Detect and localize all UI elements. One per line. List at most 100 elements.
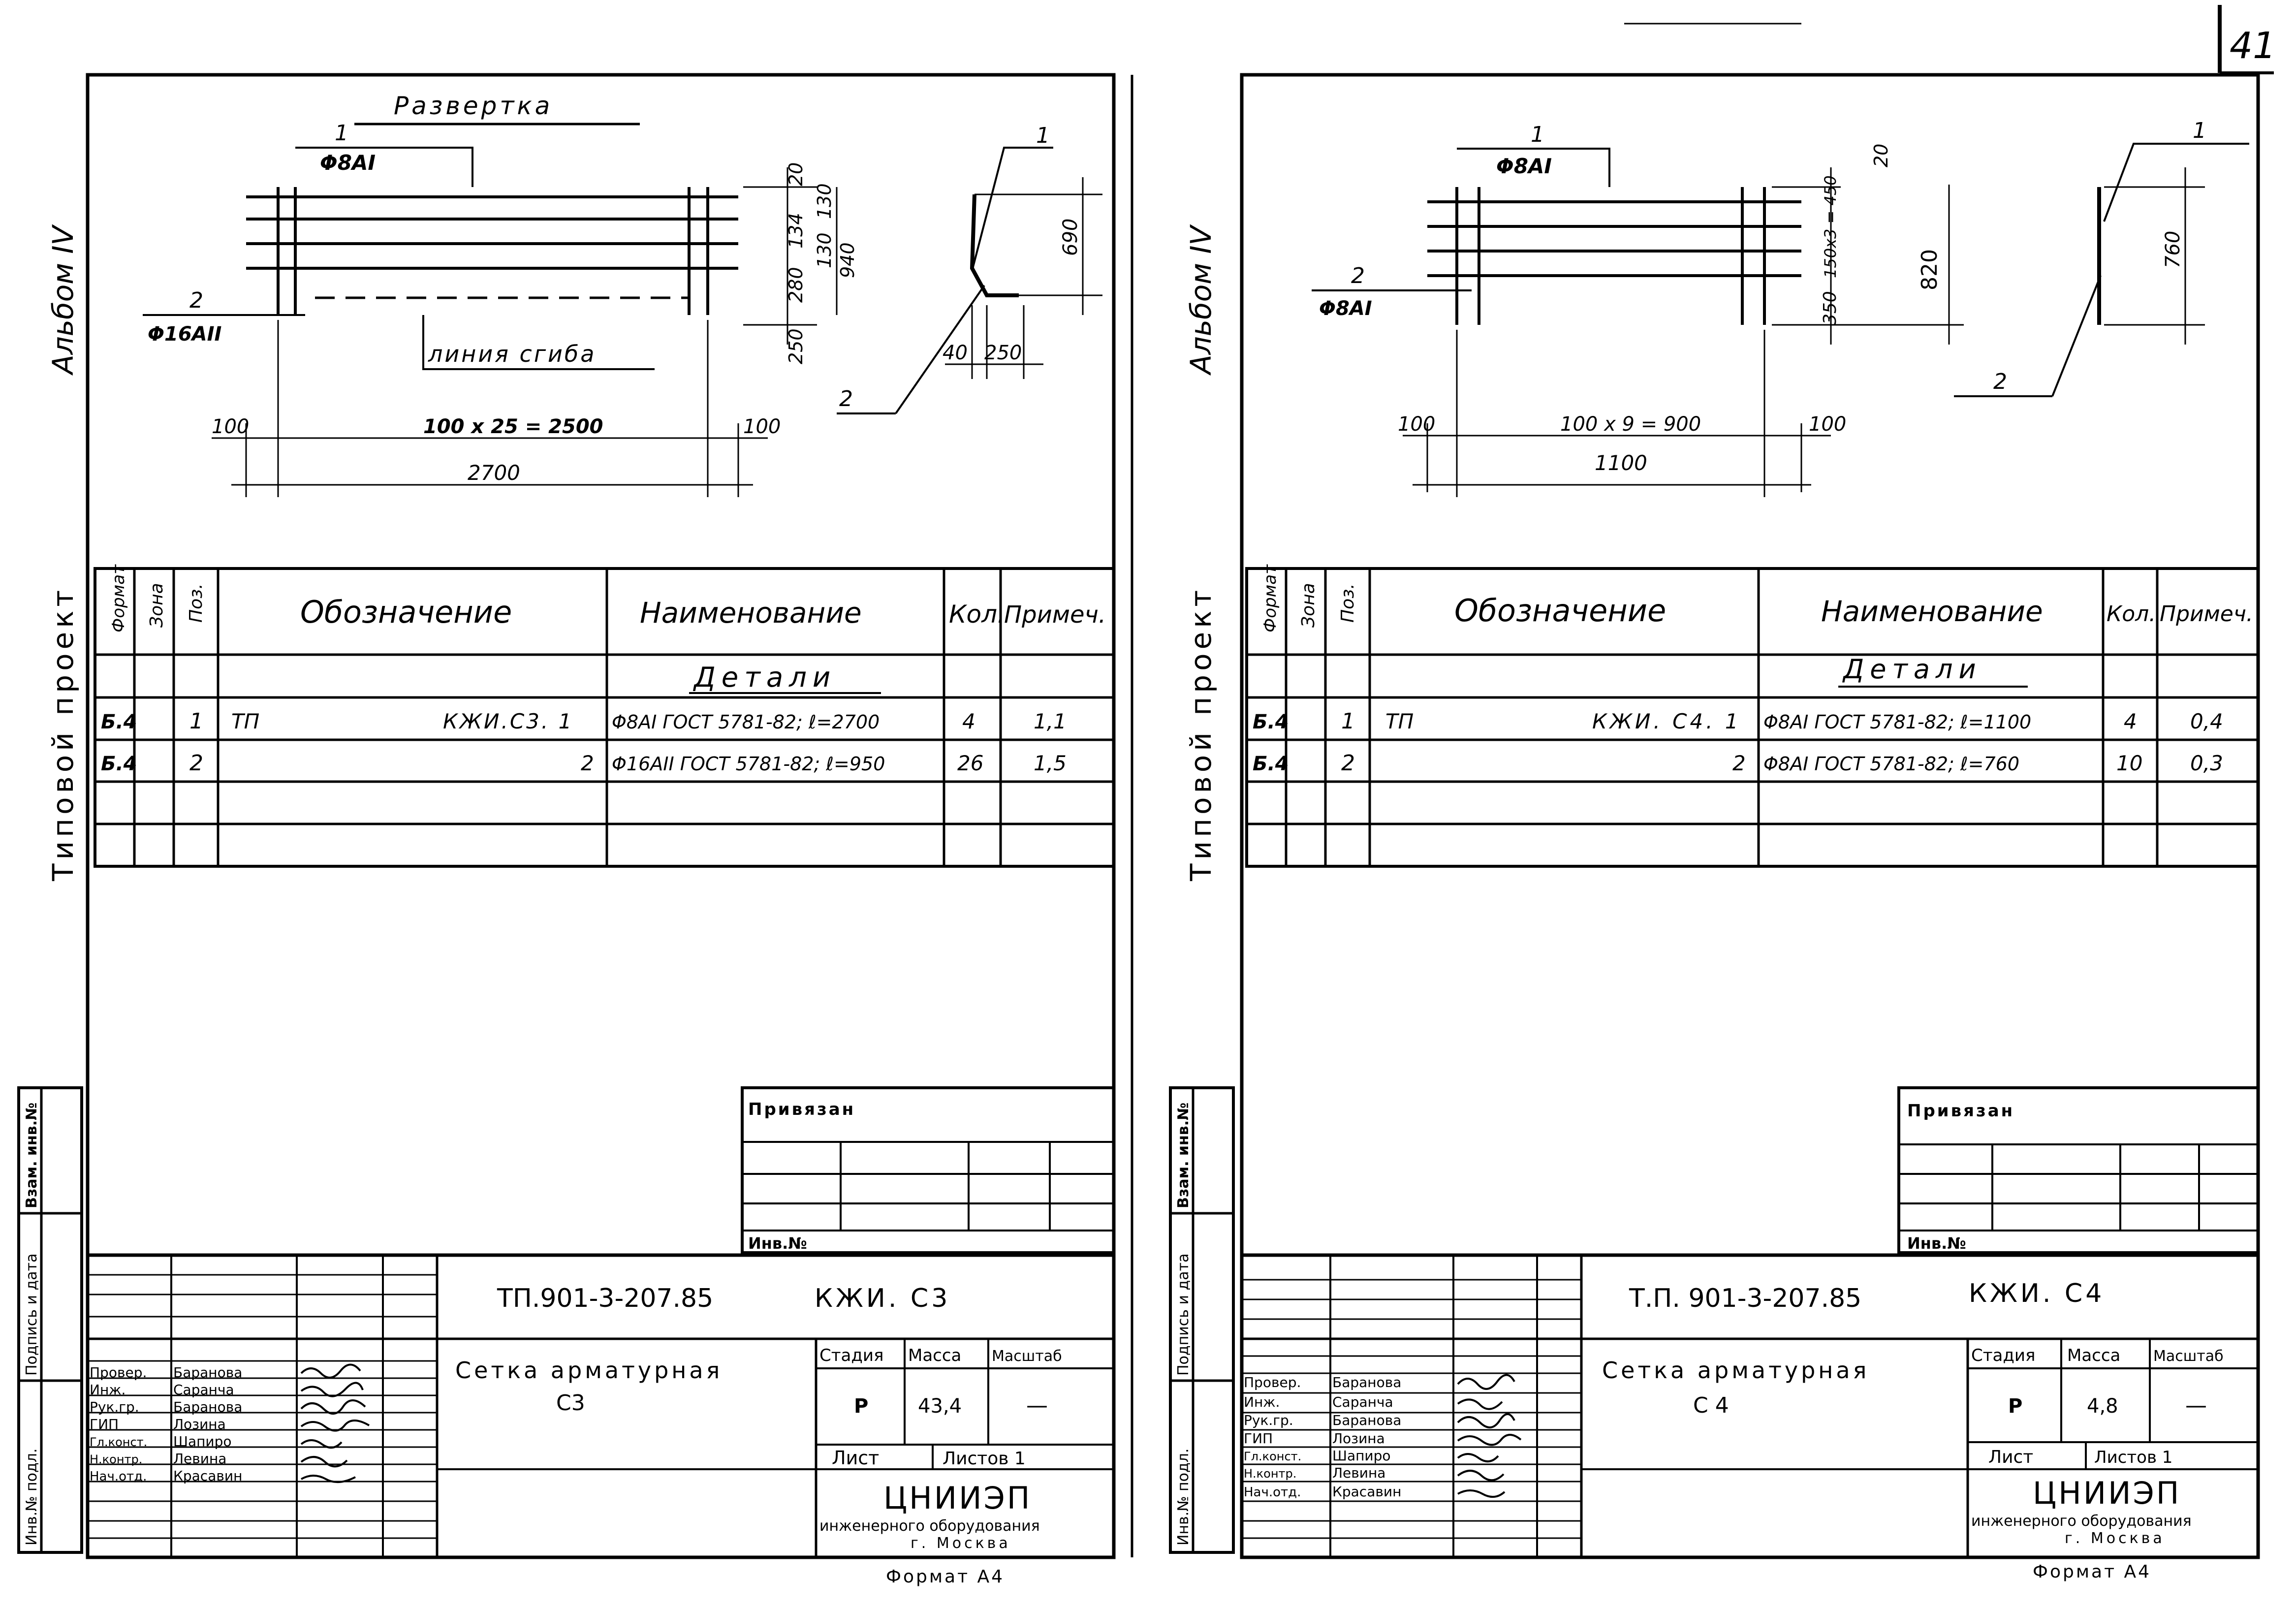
row-pos: 1 — [189, 709, 203, 734]
stage-value: Р — [2008, 1395, 2022, 1418]
scale-value: — — [2185, 1393, 2207, 1418]
dim-right-1: 150x3 = 450 — [1821, 175, 1840, 278]
side-dim-height: 690 — [1059, 219, 1082, 256]
sheets-label: Листов 1 — [2094, 1448, 2172, 1467]
sheet-left: Альбом IV Типовой проект Взам. инв.№ Под… — [17, 73, 1116, 1587]
scale-value: — — [1026, 1393, 1048, 1418]
header-format: Формат — [1260, 564, 1280, 632]
sheet-label: Лист — [832, 1447, 879, 1469]
fold-line-label: линия сгиба — [428, 341, 596, 367]
scale-header: Масштаб — [992, 1348, 1062, 1365]
sig-role: Гл.конст. — [1244, 1450, 1301, 1463]
sig-role: Н.контр. — [90, 1452, 142, 1466]
org-sub: инженерного оборудования — [819, 1517, 1040, 1535]
dim-right-2: 134 — [785, 213, 807, 249]
sheet-right: Альбом IV Типовой проект Взам. инв.№ Под… — [1169, 73, 2260, 1582]
row-format: Б.4 — [1253, 753, 1289, 775]
row-format: Б.4 — [101, 711, 137, 733]
page-number-box: 41 — [2218, 5, 2276, 74]
pos1-callout: 1 — [335, 121, 348, 146]
format-label: Формат А4 — [886, 1567, 1005, 1587]
section-details: Детали — [692, 662, 836, 694]
row-doc-code: КЖИ.С3. 1 — [443, 709, 573, 733]
dim-spacing: 100 x 9 = 900 — [1560, 413, 1701, 436]
project-label: Типовой проект — [1184, 586, 1218, 882]
album-label: Альбом IV — [46, 224, 80, 376]
sig-role: Гл.конст. — [90, 1435, 147, 1449]
header-name: Наименование — [1821, 595, 2043, 628]
doc-code: КЖИ. С4 — [1969, 1279, 2105, 1308]
sig-name: Лозина — [1332, 1430, 1385, 1447]
row-pos: 1 — [1341, 709, 1355, 734]
dim-right-end: 100 — [743, 415, 781, 438]
stamp-label-replace: Взам. инв.№ — [23, 1103, 40, 1208]
bound-label: Привязан — [1907, 1101, 2014, 1121]
sig-name: Баранова — [1332, 1374, 1401, 1390]
spec-row: Б.4 1 ТП КЖИ. С4. 1 Φ8АI ГОСТ 5781-82; ℓ… — [1253, 709, 2223, 734]
dim-left-end: 100 — [212, 415, 249, 438]
stage-value: Р — [854, 1395, 868, 1418]
dim-total: 1100 — [1595, 451, 1647, 475]
drawing-title: Развертка — [394, 92, 553, 120]
sig-name: Саранча — [173, 1382, 234, 1398]
stage-header: Стадия — [819, 1346, 883, 1365]
sig-role: Н.контр. — [1244, 1467, 1296, 1481]
binding-block: Привязан Инв.№ — [741, 1086, 1115, 1254]
sig-role: ГИП — [90, 1416, 119, 1432]
header-qty: Кол. — [949, 600, 1005, 629]
sig-name: Красавин — [1332, 1484, 1401, 1500]
section-details: Детали — [1842, 654, 1982, 685]
dim-right-3: 130 — [814, 232, 835, 268]
dim-total: 2700 — [468, 461, 520, 485]
pos2-callout: 2 — [189, 288, 203, 313]
row-doc-code: КЖИ. С4. 1 — [1592, 709, 1741, 733]
sheet-label: Лист — [1988, 1447, 2033, 1467]
stage-header: Стадия — [1971, 1346, 2035, 1365]
sig-name: Баранова — [173, 1399, 242, 1415]
title-block: ТП.901-3-207.85 КЖИ. С3 Сетка арматурная… — [86, 1253, 1116, 1559]
inv-label: Инв.№ — [1907, 1234, 1966, 1253]
spec-row: Б.4 1 ТП КЖИ.С3. 1 Φ8АI ГОСТ 5781-82; ℓ=… — [101, 709, 1067, 734]
header-qty: Кол. — [2107, 601, 2156, 627]
sig-role: Нач.отд. — [90, 1469, 147, 1484]
archive-stamp: Взам. инв.№ Подпись и дата Инв.№ подл. — [1169, 1086, 1235, 1554]
row-qty: 4 — [2124, 709, 2137, 733]
dim-right-3: 820 — [1917, 249, 1942, 290]
dim-right-0: 20 — [785, 162, 807, 186]
sig-role: Провер. — [90, 1364, 147, 1381]
sig-name: Баранова — [173, 1364, 242, 1381]
stamp-label-signature: Подпись и дата — [1175, 1254, 1192, 1376]
spec-table: Формат Зона Поз. Обозначение Наименовани… — [1245, 564, 2260, 868]
spec-table: Формат Зона Поз. Обозначение Наименовани… — [94, 564, 1115, 868]
org-city: г. Москва — [2065, 1530, 2165, 1547]
row-note: 0,3 — [2190, 751, 2223, 775]
mass-value: 43,4 — [918, 1395, 962, 1418]
sig-role: Инж. — [90, 1382, 126, 1398]
sig-name: Лозина — [173, 1416, 226, 1432]
side-callout-1: 1 — [1036, 123, 1050, 148]
row-format: Б.4 — [1253, 711, 1289, 733]
sig-role: ГИП — [1244, 1430, 1273, 1447]
pos2-bar: Φ16АII — [148, 323, 222, 346]
signature-rows: Провер. Баранова Инж. Саранча Рук.гр. Ба… — [1244, 1374, 1401, 1500]
stamp-label-inventory: Инв.№ подл. — [23, 1449, 40, 1546]
scale-header: Масштаб — [2153, 1348, 2224, 1365]
side-dim-a: 40 — [943, 342, 968, 364]
item-mark: С3 — [556, 1390, 585, 1416]
handwritten-signatures — [1457, 1374, 1522, 1498]
pos2-bar: Φ8АI — [1319, 297, 1372, 320]
row-doc-code: 2 — [1732, 751, 1746, 775]
side-callout-2: 2 — [1993, 369, 2007, 394]
mass-header: Масса — [908, 1346, 961, 1365]
doc-number: Т.П. 901-3-207.85 — [1629, 1284, 1861, 1313]
header-pos: Поз. — [1338, 583, 1358, 623]
row-name: Φ16АII ГОСТ 5781-82; ℓ=950 — [612, 753, 885, 775]
stamp-label-replace: Взам. инв.№ — [1175, 1103, 1192, 1208]
side-callout-2: 2 — [839, 386, 853, 411]
handwritten-signatures — [300, 1363, 370, 1484]
side-dim-b: 250 — [984, 342, 1022, 364]
pos2-callout: 2 — [1351, 263, 1365, 288]
dim-right-0: 20 — [1870, 144, 1892, 167]
sig-role: Нач.отд. — [1244, 1485, 1301, 1500]
